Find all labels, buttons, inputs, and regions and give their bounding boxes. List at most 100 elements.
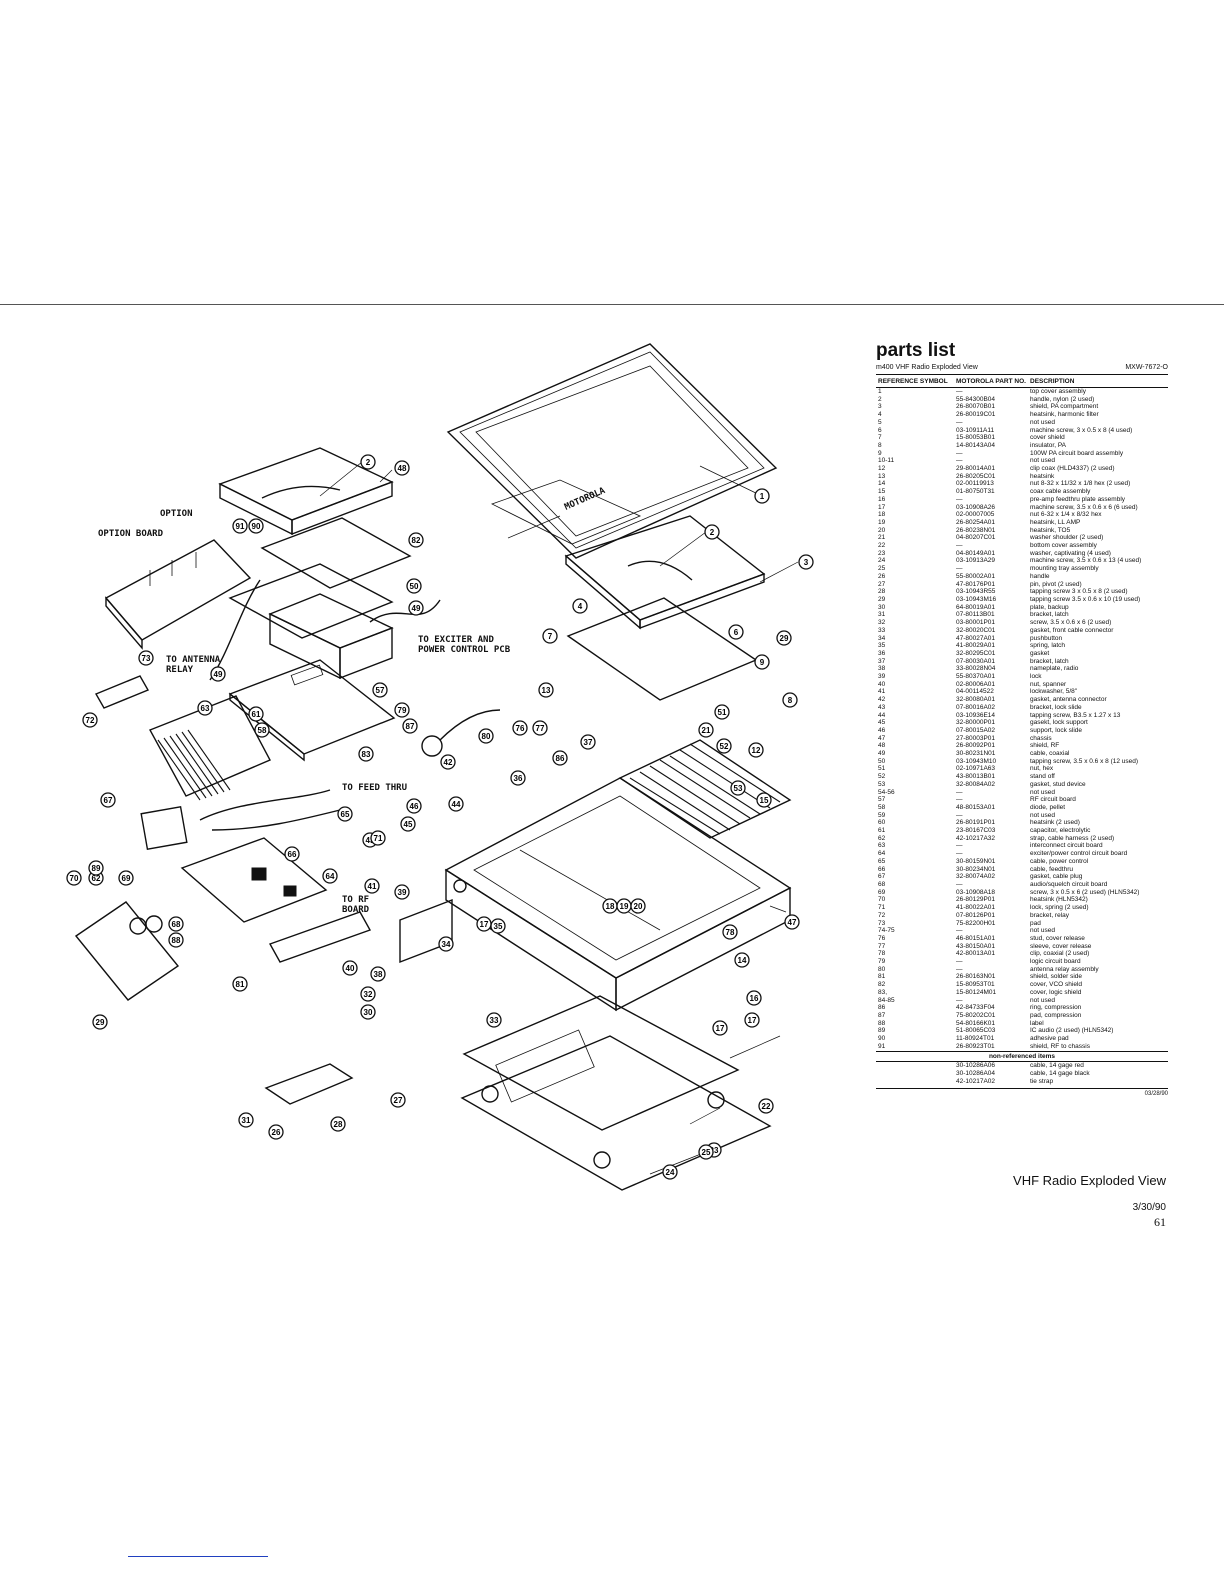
description-cell: pad: [1030, 919, 1041, 927]
part-number-cell: 15-80053B01: [956, 434, 996, 442]
callout-4: 4: [572, 598, 588, 614]
callout-34: 34: [438, 936, 454, 952]
callout-label: 17: [480, 920, 489, 929]
description-cell: mounting tray assembly: [1030, 565, 1099, 573]
description-cell: diode, pellet: [1030, 803, 1066, 811]
callout-16: 16: [746, 990, 762, 1006]
ref-symbol-cell: 27: [878, 580, 886, 588]
callout-label: 58: [258, 726, 267, 735]
callout-label: 78: [726, 928, 735, 937]
ref-symbol-cell: 30: [878, 603, 886, 611]
part-number-cell: 41-80022A01: [956, 904, 996, 912]
callout-label: 33: [490, 1016, 499, 1025]
pa-compartment-shield: [564, 515, 766, 630]
description-cell: tapping screw 3 x 0.5 x 8 (2 used): [1030, 588, 1128, 596]
part-number-cell: 30-80231N01: [956, 750, 996, 758]
part-number-cell: 55-80002A01: [956, 572, 996, 580]
description-cell: clip, coaxial (2 used): [1030, 950, 1090, 958]
ref-symbol-cell: 65: [878, 857, 886, 865]
description-cell: not used: [1030, 418, 1055, 426]
ref-symbol-cell: 41: [878, 688, 886, 696]
part-number-cell: —: [956, 958, 963, 966]
label-to-feed-thru: TO FEED THRU: [342, 783, 407, 793]
callout-label: 3: [804, 558, 809, 567]
ref-symbol-cell: 29: [878, 595, 886, 603]
callout-label: 18: [606, 902, 615, 911]
part-number-cell: 15-80124M01: [956, 988, 997, 996]
part-number-cell: 03-10943M16: [956, 595, 997, 603]
description-cell: pin, pivot (2 used): [1030, 580, 1082, 588]
description-cell: bracket, latch: [1030, 657, 1069, 665]
ref-symbol-cell: [876, 1078, 956, 1086]
part-number-cell: —: [956, 449, 963, 457]
header-part-no: MOTOROLA PART NO.: [956, 375, 1030, 388]
callout-36: 36: [510, 770, 526, 786]
callout-label: 34: [442, 940, 451, 949]
bottom-rule: [128, 1556, 268, 1557]
callout-label: 65: [341, 810, 350, 819]
page-date: 3/30/90: [1132, 1202, 1166, 1213]
callout-label: 90: [252, 522, 261, 531]
description-cell: not used: [1030, 788, 1055, 796]
part-number-cell: 04-80207C01: [956, 534, 996, 542]
ref-symbol-cell: 59: [878, 811, 886, 819]
ref-symbol-cell: 81: [878, 973, 886, 981]
coax-cable: [209, 579, 261, 681]
part-number-cell: 02-00007005: [956, 511, 995, 519]
callout-46: 46: [406, 798, 422, 814]
description-cell: gasekt, lock support: [1030, 719, 1088, 727]
callout-15: 15: [756, 792, 772, 808]
page-number: 61: [1154, 1215, 1166, 1229]
callout-64: 64: [322, 868, 338, 884]
description-cell: top cover assembly: [1030, 388, 1086, 395]
ref-symbol-cell: 36: [878, 649, 886, 657]
part-number-cell: 55-80370A01: [956, 673, 996, 681]
part-number-cell: 07-80126P01: [956, 911, 996, 919]
parts-list-subtitle: m400 VHF Radio Exploded View: [876, 364, 978, 371]
description-cell: antenna relay assembly: [1030, 965, 1099, 973]
ref-symbol-cell: 42: [878, 696, 886, 704]
description-cell: not used: [1030, 457, 1055, 465]
callout-label: 36: [514, 774, 523, 783]
callout-90: 90: [248, 518, 264, 534]
ref-symbol-cell: 49: [878, 750, 886, 758]
ref-symbol-cell: 10-11: [878, 457, 895, 465]
antenna-relay-assembly: [421, 709, 501, 757]
callout-1: 1: [754, 488, 770, 504]
callout-label: 87: [406, 722, 415, 731]
callout-label: 13: [542, 686, 551, 695]
description-cell: bracket, relay: [1030, 911, 1070, 919]
part-number-cell: 42-80013A01: [956, 950, 996, 958]
ref-symbol-cell: [876, 1070, 956, 1078]
part-number-cell: 33-80028N04: [956, 665, 996, 673]
callout-17: 17: [744, 1012, 760, 1028]
part-number-cell: —: [956, 542, 963, 550]
callout-label: 6: [734, 628, 739, 637]
callout-label: 68: [172, 920, 181, 929]
callout-8: 8: [782, 692, 798, 708]
part-number-cell: 03-10913A29: [956, 557, 996, 565]
parts-row: 63—interconnect circuit board: [876, 842, 1168, 850]
part-number-cell: 43-80013B01: [956, 773, 996, 781]
part-number-cell: 27-80003P01: [956, 734, 996, 742]
description-cell: gasket: [1030, 649, 1050, 657]
callout-label: 2: [710, 528, 715, 537]
part-number-cell: 03-10936E14: [956, 711, 996, 719]
callout-label: 88: [172, 936, 181, 945]
parts-row: 74-75—not used: [876, 927, 1168, 935]
part-number-cell: 75-82200H01: [956, 919, 996, 927]
